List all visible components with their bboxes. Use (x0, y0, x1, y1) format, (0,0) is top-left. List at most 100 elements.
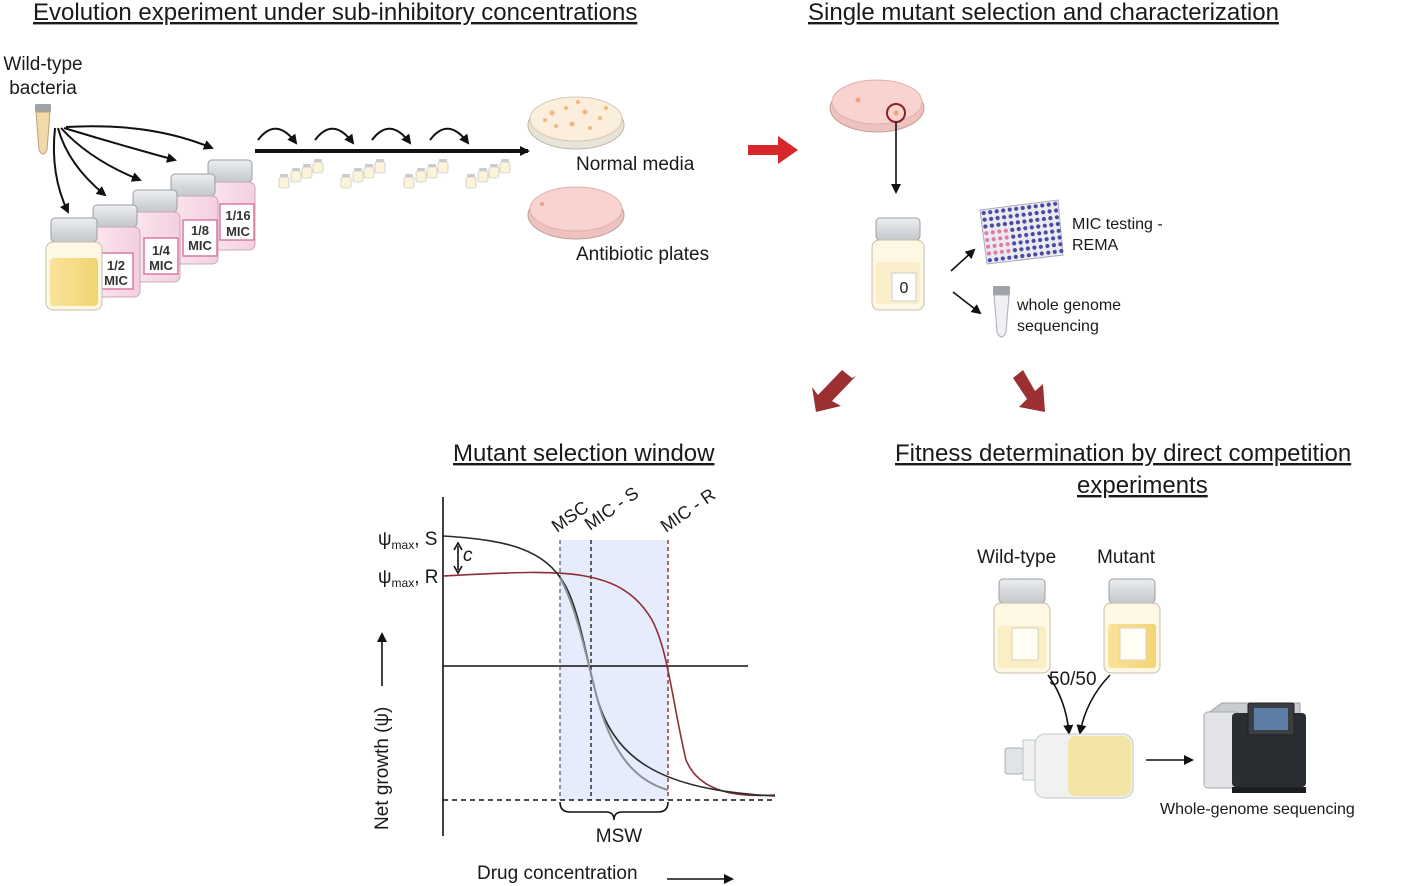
microplate-well (1002, 215, 1007, 220)
microplate-well (1015, 220, 1021, 225)
bottle-label-line2: MIC (149, 258, 173, 273)
competition-flask (1004, 733, 1134, 799)
microplate-well (1012, 248, 1018, 253)
microplate-well (1048, 216, 1053, 221)
microplate-well (1008, 214, 1013, 219)
cost-double-arrow (453, 541, 463, 575)
microplate-well (1036, 224, 1041, 229)
microplate-well (1031, 238, 1036, 243)
microplate-well (986, 251, 992, 256)
microplate-well (993, 250, 998, 255)
microplate-well (1024, 232, 1029, 238)
microplate-well (1015, 213, 1020, 218)
microplate-well (989, 223, 995, 228)
microplate-well (1043, 230, 1048, 235)
normal-media-label: Normal media (576, 154, 695, 175)
fitness-heading-line2: experiments (1077, 472, 1208, 499)
microplate-well (990, 230, 995, 235)
microplate-well (1025, 246, 1030, 251)
microplate-well (1054, 208, 1059, 213)
microplate-well (1041, 210, 1046, 215)
wildtype-bacteria-label-2: bacteria (9, 78, 77, 99)
mic-testing-label: MIC testing - (1072, 216, 1163, 233)
microplate-well (1007, 255, 1012, 260)
growth-curve-resistant (442, 571, 776, 797)
microplate-well (1021, 212, 1026, 217)
microplate-well (1051, 243, 1056, 248)
microplate-well (1047, 209, 1052, 214)
microplate-well (1046, 250, 1051, 255)
microplate-well (1051, 236, 1056, 241)
fitness-heading-line1: Fitness determination by direct competit… (895, 440, 1351, 467)
microplate-well (1003, 228, 1008, 233)
mic-testing-label-2: REMA (1072, 237, 1119, 254)
microplate-well (999, 249, 1005, 254)
microplate-well (1049, 222, 1054, 227)
wildtype-culture-bottle (45, 217, 103, 311)
msw-label: MSW (596, 826, 643, 847)
microplate-well (1002, 221, 1008, 227)
psi-max-r-label: ψmax, R (378, 567, 439, 590)
mic-s-marker-label: MIC - S (581, 483, 642, 534)
psi-subscript: max (392, 576, 415, 590)
sequencing-tube-icon (993, 286, 1010, 338)
microplate-well (1046, 202, 1051, 207)
microplate-well (1032, 245, 1037, 250)
mutant-bottle-label: 0 (900, 280, 909, 297)
microplate-well (1018, 240, 1023, 245)
sequencer-icon (1203, 702, 1306, 793)
microplate-well (1007, 207, 1012, 212)
psi-max-s-label: ψmax, S (378, 529, 437, 552)
selected-colony-plate (829, 79, 925, 133)
passage-loop-arrows (257, 127, 470, 145)
microplate-well (1033, 204, 1038, 209)
msw-chart: c ψmax, S ψmax, R MSC MIC - S MIC - R MS… (372, 483, 776, 884)
microplate-well (1020, 253, 1025, 259)
microplate-well (1029, 225, 1034, 230)
microplate-well (1010, 227, 1015, 232)
evolution-heading: Evolution experiment under sub-inhibitor… (33, 0, 637, 26)
microplate-well (1057, 235, 1062, 240)
bottle-label-line2: MIC (188, 238, 212, 253)
microplate-well (1016, 226, 1021, 232)
bottle-1-4-mic: 1/4 MIC (129, 189, 181, 283)
to-wgs-arrow (952, 291, 982, 315)
wgs-label-2: sequencing (1017, 318, 1099, 335)
microplate-well (1035, 217, 1040, 222)
microplate-well (1054, 215, 1059, 220)
microplate-well (1017, 233, 1022, 238)
microplate-well (1011, 234, 1016, 239)
microplate-well (998, 236, 1003, 241)
microplate-well (997, 229, 1002, 234)
cost-label: c (463, 545, 473, 566)
microplate-well (1006, 248, 1011, 254)
microplate-well (1025, 239, 1030, 244)
microplate-well (1009, 221, 1014, 226)
ratio-label: 50/50 (1049, 669, 1097, 690)
microplate-well (1058, 242, 1063, 247)
microplate-well (1022, 219, 1027, 224)
psi-subscript: max (392, 538, 415, 552)
msw-window-shade (560, 540, 668, 800)
bottle-1-2-mic: 1/2 MIC (89, 204, 141, 298)
y-axis-label: Net growth (ψ) (372, 707, 393, 830)
bottle-label-line2: MIC (104, 273, 128, 288)
microplate-well (1038, 237, 1043, 243)
split-arrow-right (1013, 370, 1045, 412)
mutant-culture-bottle: 0 (871, 217, 925, 311)
microplate-well (1044, 237, 1049, 242)
single-mutant-heading: Single mutant selection and characteriza… (808, 0, 1279, 26)
bottle-label-line2: MIC (226, 224, 250, 239)
microplate-well (994, 257, 999, 262)
psi-tail: , S (414, 529, 437, 550)
microplate-well (1005, 242, 1010, 247)
microplate-well (1037, 231, 1042, 236)
microplate-well (1027, 205, 1032, 210)
msw-heading: Mutant selection window (453, 440, 715, 467)
microplate-well (985, 237, 990, 243)
microplate-well (982, 217, 987, 222)
microplate-well (989, 216, 994, 221)
microplate-well (1053, 201, 1058, 206)
microplate-well (1001, 208, 1006, 213)
microplate-well (987, 258, 992, 263)
